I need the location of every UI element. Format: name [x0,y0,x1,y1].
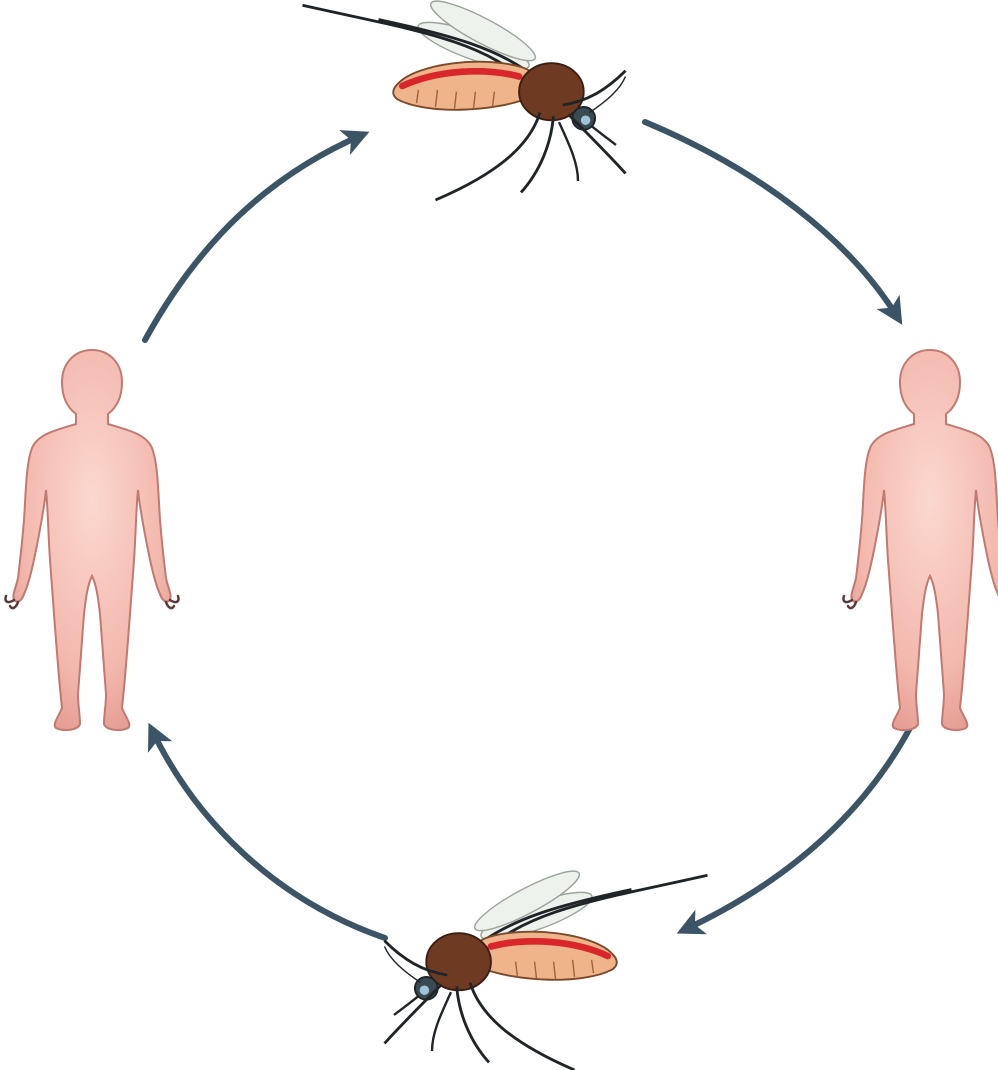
cycle-arrows [145,122,910,938]
arrow-human-right-to-mosquito-bottom [684,728,910,930]
arrow-mosquito-bottom-to-human-left [152,730,385,938]
mosquito-icon [385,862,708,1070]
human-figure-icon [5,350,178,730]
human-figure-icon [843,350,998,730]
arrow-human-left-to-mosquito-top [145,135,362,340]
arrow-mosquito-top-to-human-right [645,122,898,318]
mosquito-icon [303,0,626,200]
